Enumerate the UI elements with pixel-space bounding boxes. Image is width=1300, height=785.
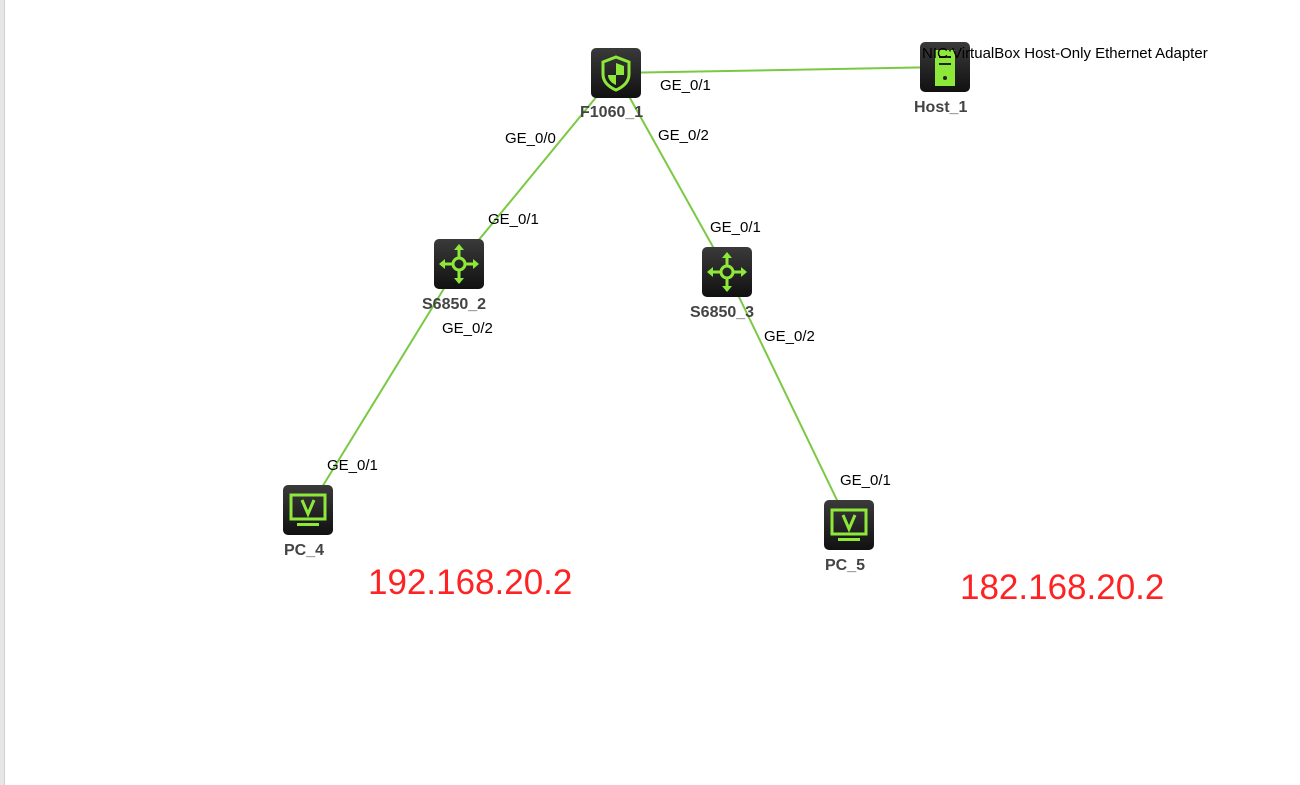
- node-s6850-2[interactable]: [434, 239, 484, 289]
- pc-monitor-icon: [289, 493, 327, 526]
- node-label: S6850_3: [690, 304, 755, 321]
- adapter-label: NIC:VirtualBox Host-Only Ethernet Adapte…: [922, 45, 1208, 62]
- switch-icon: [439, 244, 479, 284]
- switch-icon: [707, 252, 747, 292]
- node-s6850-3[interactable]: [702, 247, 752, 297]
- link-f1060-host[interactable]: [615, 66, 946, 74]
- node-label: Host_1: [914, 99, 968, 116]
- port-label: GE_0/1: [488, 211, 539, 228]
- port-label: GE_0/2: [658, 127, 709, 144]
- pc-monitor-icon: [830, 508, 868, 541]
- port-label: GE_0/1: [840, 472, 891, 489]
- link-s6850-3-pc5[interactable]: [726, 271, 850, 526]
- port-label: GE_0/0: [505, 130, 556, 147]
- port-label: GE_0/2: [442, 320, 493, 337]
- ip-annotation-right: 182.168.20.2: [960, 568, 1165, 607]
- node-pc-5[interactable]: [824, 500, 874, 550]
- node-label: PC_4: [284, 542, 325, 559]
- port-label: GE_0/1: [660, 77, 711, 94]
- link-s6850-2-pc4[interactable]: [307, 263, 460, 511]
- port-label: GE_0/2: [764, 328, 815, 345]
- firewall-shield-icon: [601, 55, 631, 92]
- port-label: GE_0/1: [710, 219, 761, 236]
- ip-annotation-left: 192.168.20.2: [368, 563, 573, 602]
- node-host-1[interactable]: [920, 42, 970, 92]
- node-f1060-1[interactable]: [591, 48, 641, 98]
- link-f1060-s6850-3[interactable]: [615, 72, 728, 273]
- port-label: GE_0/1: [327, 457, 378, 474]
- node-label: F1060_1: [580, 104, 644, 121]
- node-label: S6850_2: [422, 296, 487, 313]
- canvas-left-border: [0, 0, 5, 785]
- host-server-icon: [935, 50, 955, 86]
- node-label: PC_5: [825, 557, 866, 574]
- node-pc-4[interactable]: [283, 485, 333, 535]
- link-f1060-s6850-2[interactable]: [458, 72, 617, 265]
